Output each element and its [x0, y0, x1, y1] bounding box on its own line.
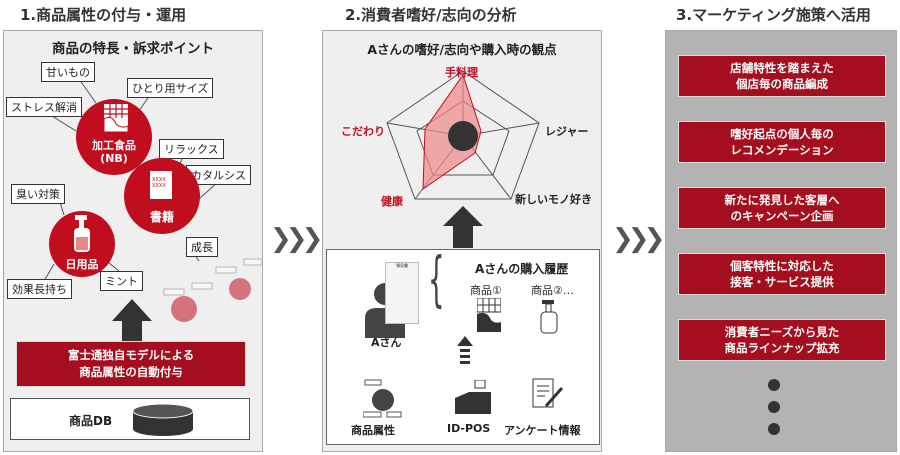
- ellipsis-dot: [768, 423, 780, 435]
- tag: 臭い対策: [11, 184, 65, 204]
- tag: カタルシス: [186, 165, 251, 185]
- radar-label: 健康: [381, 195, 403, 208]
- tag: リラックス: [159, 139, 224, 159]
- step1-subtitle: 商品の特長・訴求ポイント: [52, 41, 214, 57]
- measure-line: 個客特性に対応した: [730, 259, 834, 273]
- tag: ミント: [100, 271, 143, 291]
- source-label: ID-POS: [447, 422, 491, 435]
- chevron-arrow-icon: ❯❯❯: [612, 224, 665, 254]
- radar-label: レジャー: [545, 125, 589, 138]
- up-arrow-icon: [112, 299, 152, 343]
- product-db-box: 商品DB: [10, 398, 250, 440]
- survey-document-icon: [532, 378, 564, 408]
- measure-line: 個店毎の商品編成: [736, 77, 828, 91]
- pos-register-icon: [455, 380, 491, 414]
- source-label: アンケート情報: [504, 424, 581, 437]
- auto-attribute-model-box: 富士通独自モデルによる商品属性の自動付与: [16, 341, 246, 387]
- product-2-label: 商品②…: [531, 284, 574, 297]
- radar-label: 新しいモノ好き: [515, 193, 592, 206]
- radar-label: 手料理: [445, 66, 478, 79]
- step2-panel: Aさんの嗜好/志向や購入時の観点 手料理 レジャー 新しいモノ好き 健康 こだわ…: [322, 30, 602, 452]
- step1-panel: 商品の特長・訴求ポイント 甘いもの ひとり用サイズ ストレス解消 リラックス カ…: [3, 30, 263, 452]
- measure-item: 個客特性に対応した接客・サービス提供: [678, 253, 886, 295]
- product-attribute-icon: [363, 379, 402, 418]
- step2-subtitle: Aさんの嗜好/志向や購入時の観点: [367, 42, 557, 57]
- measure-item: 新たに発見した客層へのキャンペーン企画: [678, 187, 886, 229]
- dashed-up-arrow-icon: [457, 336, 473, 364]
- radar-chart: [386, 71, 540, 200]
- brace: {: [428, 246, 445, 316]
- measure-item: 消費者ニーズから見た商品ラインナップ拡充: [678, 319, 886, 361]
- up-arrow-icon: [443, 206, 483, 248]
- measure-line: 接客・サービス提供: [730, 275, 834, 289]
- receipt-icon: 領収書: [385, 262, 419, 324]
- chocolate-icon: [104, 104, 128, 132]
- ellipsis-dot: [768, 379, 780, 391]
- radar-label: こだわり: [341, 125, 385, 138]
- model-box-line: 商品属性の自動付与: [79, 365, 183, 379]
- tag: 効果長持ち: [7, 279, 72, 299]
- measure-item: 店舗特性を踏まえた個店毎の商品編成: [678, 55, 886, 97]
- measure-item: 嗜好起点の個人毎のレコメンデーション: [678, 121, 886, 163]
- step2-title: 2.消費者嗜好/志向の分析: [345, 6, 517, 24]
- model-box-line: 富士通独自モデルによる: [67, 348, 195, 362]
- step3-title: 3.マーケティング施策へ活用: [676, 6, 871, 24]
- tag: 甘いもの: [41, 62, 95, 82]
- tag: 成長: [186, 237, 218, 257]
- measure-line: 消費者ニーズから見た: [724, 325, 840, 339]
- measure-line: 商品ラインナップ拡充: [724, 341, 840, 355]
- product-1-label: 商品①: [470, 284, 502, 297]
- tag: ストレス解消: [6, 97, 82, 117]
- history-title: Aさんの購入履歴: [475, 262, 569, 276]
- source-label: 商品属性: [351, 424, 395, 437]
- ellipsis-dot: [768, 401, 780, 413]
- spray-bottle-icon: [540, 300, 558, 334]
- tag: ひとり用サイズ: [127, 78, 214, 98]
- measure-line: 店舗特性を踏まえた: [730, 61, 834, 75]
- step1-title: 1.商品属性の付与・運用: [20, 6, 187, 24]
- measure-line: レコメンデーション: [730, 143, 834, 157]
- measure-line: 新たに発見した客層へ: [724, 193, 840, 207]
- product-db-label: 商品DB: [69, 414, 113, 428]
- measure-line: のキャンペーン企画: [730, 209, 834, 223]
- head-icon: [448, 121, 478, 151]
- spray-bottle-icon: [74, 215, 90, 252]
- purchase-history-box: 領収書 Aさん { Aさんの購入履歴 商品① 商品②… 商品属性 ID-POS …: [326, 246, 600, 445]
- measure-line: 嗜好起点の個人毎の: [730, 127, 834, 141]
- chevron-arrow-icon: ❯❯❯: [270, 224, 323, 254]
- chocolate-icon: [477, 298, 501, 332]
- person-label: Aさん: [371, 336, 402, 349]
- step3-panel: 店舗特性を踏まえた個店毎の商品編成 嗜好起点の個人毎のレコメンデーション 新たに…: [665, 30, 897, 452]
- database-icon: [132, 403, 194, 436]
